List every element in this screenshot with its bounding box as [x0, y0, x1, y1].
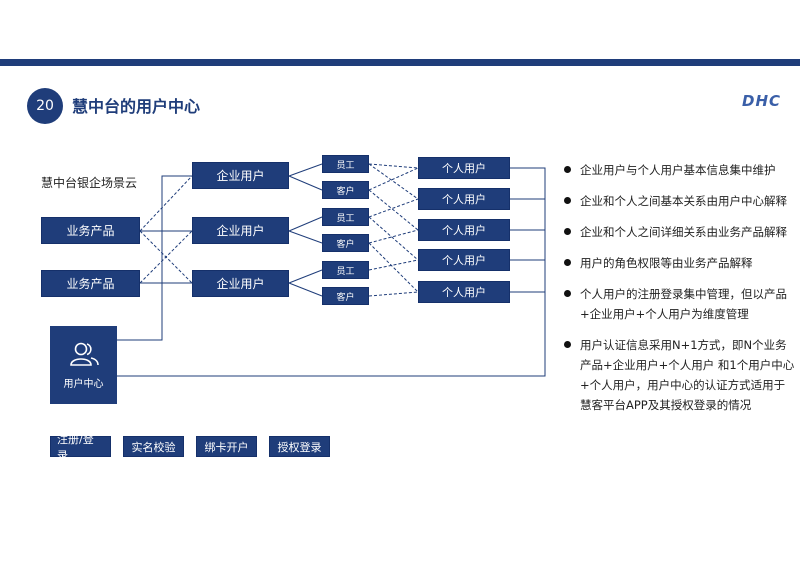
- action-row: 注册/登录 实名校验 绑卡开户 授权登录: [50, 433, 330, 462]
- user-center-box: 用户中心: [50, 326, 117, 404]
- authorized-login-button[interactable]: 授权登录: [269, 436, 330, 457]
- role-employee-box: 员工: [322, 155, 369, 173]
- bullet-item: 个人用户的注册登录集中管理，但以产品+企业用户+个人用户为维度管理: [564, 284, 796, 324]
- personal-user-box: 个人用户: [418, 249, 510, 271]
- personal-user-box: 个人用户: [418, 281, 510, 303]
- page-title: 慧中台的用户中心: [72, 97, 201, 116]
- real-name-verify-button[interactable]: 实名校验: [123, 436, 184, 457]
- company-logo: DHC: [742, 92, 782, 110]
- enterprise-user-box: 企业用户: [192, 270, 289, 297]
- role-customer-box: 客户: [322, 234, 369, 252]
- bullet-item: 用户认证信息采用N+1方式，即N个业务产品+企业用户+个人用户 和1个用户中心+…: [564, 335, 796, 415]
- bullet-item: 企业和个人之间详细关系由业务产品解释: [564, 222, 796, 242]
- users-icon: [69, 342, 99, 366]
- bullet-item: 企业和个人之间基本关系由用户中心解释: [564, 191, 796, 211]
- top-banner-bar: [0, 59, 800, 66]
- bullet-item: 企业用户与个人用户基本信息集中维护: [564, 160, 796, 180]
- role-employee-box: 员工: [322, 208, 369, 226]
- business-product-box: 业务产品: [41, 217, 140, 244]
- business-product-box: 业务产品: [41, 270, 140, 297]
- role-customer-box: 客户: [322, 181, 369, 199]
- page-number-badge: 20: [27, 88, 63, 124]
- personal-user-box: 个人用户: [418, 219, 510, 241]
- scene-cloud-label: 慧中台银企场景云: [41, 176, 138, 190]
- bind-card-open-account-button[interactable]: 绑卡开户: [196, 436, 257, 457]
- user-center-label: 用户中心: [63, 378, 104, 390]
- bullet-item: 用户的角色权限等由业务产品解释: [564, 253, 796, 273]
- personal-user-box: 个人用户: [418, 157, 510, 179]
- personal-user-box: 个人用户: [418, 188, 510, 210]
- role-customer-box: 客户: [322, 287, 369, 305]
- enterprise-user-box: 企业用户: [192, 162, 289, 189]
- feature-bullet-list: 企业用户与个人用户基本信息集中维护 企业和个人之间基本关系由用户中心解释 企业和…: [564, 160, 796, 426]
- enterprise-user-box: 企业用户: [192, 217, 289, 244]
- role-employee-box: 员工: [322, 261, 369, 279]
- register-login-button[interactable]: 注册/登录: [50, 433, 111, 462]
